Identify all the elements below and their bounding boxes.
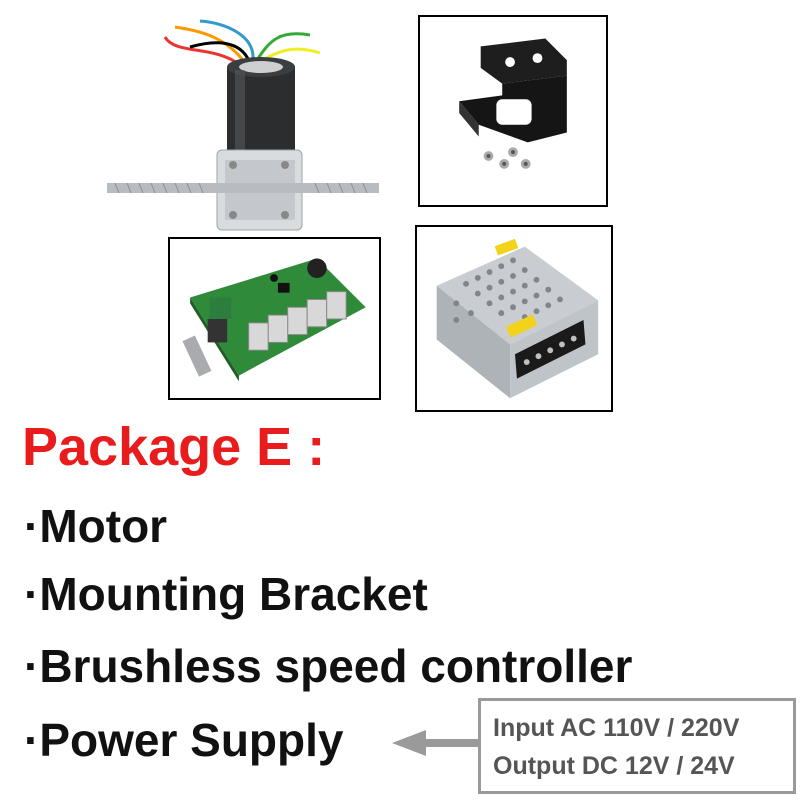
arrow-left-icon <box>392 728 482 758</box>
bracket-photo <box>418 15 608 207</box>
list-item-mounting-bracket: ·Mounting Bracket <box>24 566 428 622</box>
list-item-power-supply: ·Power Supply <box>24 712 344 768</box>
item-label: Mounting Bracket <box>39 568 428 620</box>
bullet: · <box>24 714 40 766</box>
item-label: Power Supply <box>39 714 344 766</box>
power-supply-spec-box: Input AC 110V / 220V Output DC 12V / 24V <box>478 698 796 794</box>
motor-photo <box>105 15 380 240</box>
item-label: Motor <box>39 500 168 552</box>
power-supply-photo <box>415 225 613 412</box>
output-spec: Output DC 12V / 24V <box>493 752 735 780</box>
bullet: · <box>24 640 40 692</box>
bullet: · <box>24 500 40 552</box>
bullet: · <box>24 568 40 620</box>
package-title: Package E : <box>22 417 326 477</box>
list-item-speed-controller: ·Brushless speed controller <box>24 638 632 694</box>
input-spec: Input AC 110V / 220V <box>493 714 740 742</box>
item-label: Brushless speed controller <box>39 640 633 692</box>
controller-board-photo <box>168 237 381 400</box>
list-item-motor: ·Motor <box>24 498 167 554</box>
